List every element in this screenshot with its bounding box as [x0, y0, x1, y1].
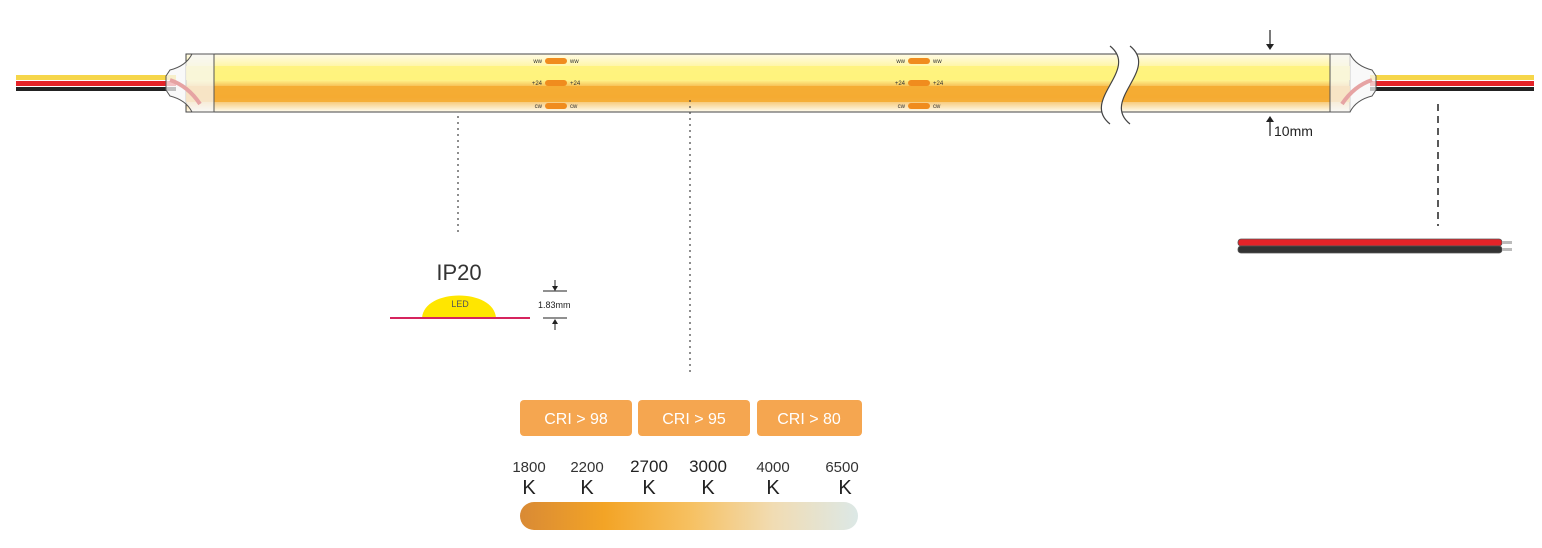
cct-gradient-bar	[520, 502, 858, 530]
pad-label-cw: cw	[570, 104, 578, 110]
pad-label-cw: cw	[898, 104, 906, 110]
cct-value-2700: 2700	[630, 457, 668, 476]
cct-unit: K	[522, 477, 536, 499]
solder-pads-2: ww ww +24 +24 cw cw	[895, 58, 944, 110]
pad-label-ww: ww	[532, 59, 542, 65]
strip-break	[1100, 45, 1140, 125]
cct-value-3000: 3000	[689, 457, 727, 476]
pad-label-positive: +24	[570, 81, 581, 87]
cct-unit: K	[580, 477, 594, 499]
cct-unit: K	[766, 477, 780, 499]
height-dimension-label: 1.83mm	[538, 300, 571, 310]
solder-pads-1: ww ww +24 +24 cw cw	[532, 58, 581, 110]
cct-unit: K	[642, 477, 656, 499]
width-dimension: 10mm	[1266, 30, 1313, 139]
strip-body	[185, 53, 1351, 113]
wire-red-left	[16, 81, 176, 86]
cri-badge-95	[638, 400, 750, 436]
two-core-cable	[1237, 238, 1512, 254]
pad-label-positive: +24	[895, 81, 906, 87]
wire-yellow-right	[1370, 75, 1534, 80]
pad-label-ww: ww	[569, 59, 579, 65]
right-end-cap	[1329, 53, 1377, 113]
cri-badge-95-label: CRI > 95	[662, 411, 726, 428]
pad-label-positive: +24	[532, 81, 543, 87]
cct-value-2200: 2200	[570, 459, 603, 476]
pad-label-cw: cw	[535, 104, 543, 110]
strip-warm-band	[186, 66, 1350, 80]
led-strip	[185, 53, 1351, 113]
cri-badges: CRI > 98 CRI > 95 CRI > 80	[520, 400, 862, 436]
pad-label-cw: cw	[933, 104, 941, 110]
right-wires	[1370, 75, 1534, 91]
cct-value-1800: 1800	[512, 459, 545, 476]
led-profile: IP20 LED 1.83mm	[390, 260, 571, 330]
wire-red-right	[1370, 81, 1534, 86]
cri-badge-98	[520, 400, 632, 436]
wire-black-right	[1370, 87, 1534, 91]
cct-value-6500: 6500	[825, 459, 858, 476]
cct-labels: 1800 K 2200 K 2700 K 3000 K 4000 K 6500 …	[512, 457, 858, 499]
wire-black-left	[16, 87, 176, 91]
cct-unit: K	[838, 477, 852, 499]
pad-label-positive: +24	[933, 81, 944, 87]
width-dimension-label: 10mm	[1274, 123, 1313, 139]
ip-rating: IP20	[436, 260, 481, 285]
pad-label-ww: ww	[895, 59, 905, 65]
led-label: LED	[451, 299, 469, 309]
cct-unit: K	[701, 477, 715, 499]
led-dome	[422, 295, 496, 318]
cri-badge-80	[757, 400, 862, 436]
left-end-cap	[165, 53, 215, 113]
wire-yellow-left	[16, 75, 176, 80]
left-wires	[16, 75, 176, 91]
pad-label-ww: ww	[932, 59, 942, 65]
cct-value-4000: 4000	[756, 459, 789, 476]
cri-badge-80-label: CRI > 80	[777, 411, 841, 428]
cri-badge-98-label: CRI > 98	[544, 411, 608, 428]
strip-cool-band	[186, 86, 1350, 102]
